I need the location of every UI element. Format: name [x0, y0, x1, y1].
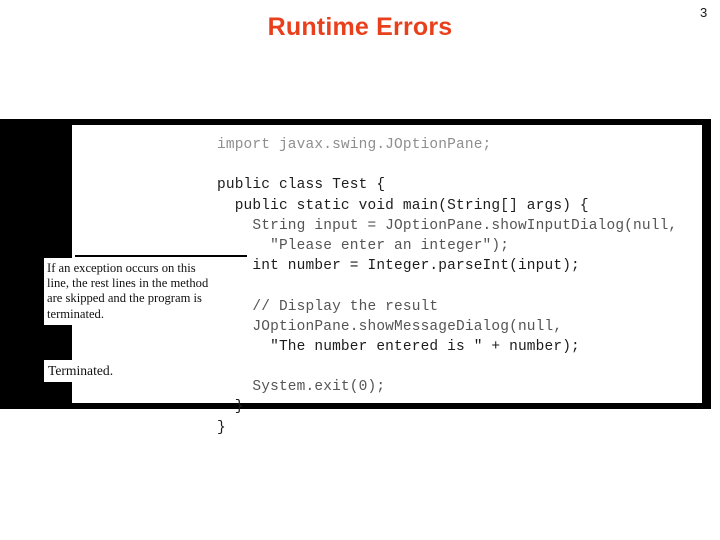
code-line: public class Test {	[217, 177, 386, 194]
code-line: }	[217, 399, 244, 416]
terminated-label: Terminated.	[44, 360, 122, 382]
scanned-code-figure: import javax.swing.JOptionPane; public c…	[0, 119, 711, 436]
annotation-callout-text: If an exception occurs on this line, the…	[44, 258, 220, 325]
page-title: Runtime Errors	[267, 13, 453, 41]
code-line: // Display the result	[217, 298, 439, 315]
code-sheet: import javax.swing.JOptionPane; public c…	[72, 125, 702, 436]
code-line: }	[217, 419, 226, 436]
code-line: "The number entered is " + number);	[217, 338, 580, 355]
code-line	[217, 155, 677, 175]
code-line	[217, 276, 677, 296]
code-line: public static void main(String[] args) {	[217, 197, 589, 214]
annotation-leader-line	[75, 255, 247, 257]
slide-page-number: 3	[700, 5, 708, 20]
code-listing: import javax.swing.JOptionPane; public c…	[217, 135, 677, 438]
code-line: int number = Integer.parseInt(input);	[217, 258, 580, 275]
code-line	[217, 357, 677, 377]
code-line: String input = JOptionPane.showInputDial…	[217, 217, 678, 234]
code-line: import javax.swing.JOptionPane;	[217, 137, 492, 153]
code-line: "Please enter an integer");	[217, 237, 510, 254]
code-line: System.exit(0);	[217, 379, 386, 396]
code-line: JOptionPane.showMessageDialog(null,	[217, 318, 563, 335]
